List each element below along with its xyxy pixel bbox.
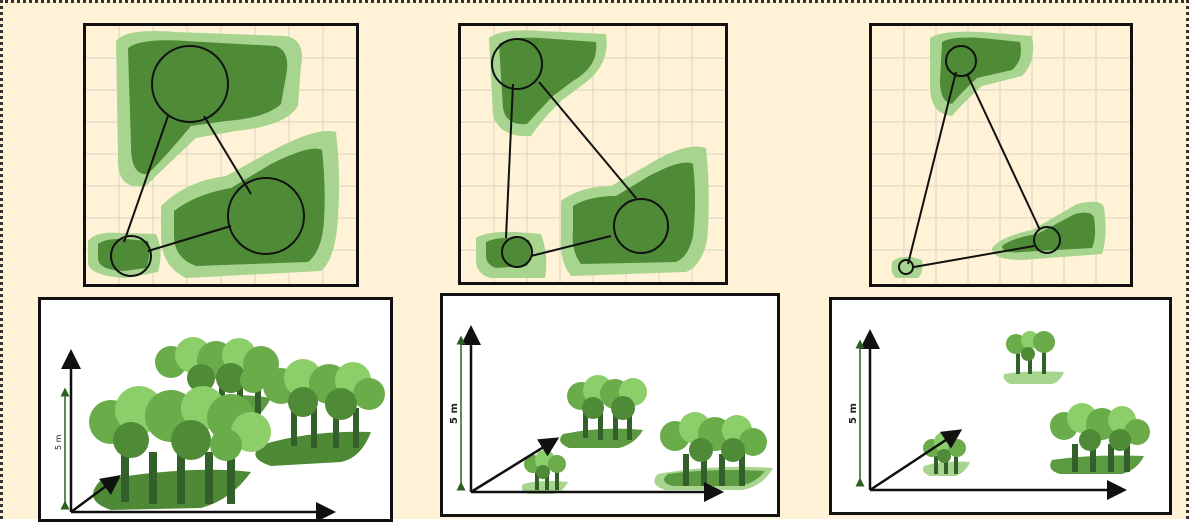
map-3-svg xyxy=(872,26,1130,284)
network-link xyxy=(908,72,956,264)
height-scale-label: 5 m xyxy=(54,434,63,450)
height-scale-label: 5 m xyxy=(848,403,859,424)
scene-panel-2: 5 m xyxy=(440,293,780,517)
scene-panel-3: 5 m xyxy=(829,297,1172,515)
map-panel-2 xyxy=(458,23,728,285)
network-link xyxy=(967,74,1040,230)
ground-patch xyxy=(1004,371,1064,384)
map-panel-1 xyxy=(83,23,359,287)
tree-cluster xyxy=(1006,331,1055,374)
map-2-svg xyxy=(461,26,725,282)
map-panel-3 xyxy=(869,23,1133,287)
scene-3-svg: 5 m xyxy=(832,300,1169,512)
forest-patch-core xyxy=(98,239,150,271)
network-link xyxy=(539,82,636,198)
scene-2-svg: 5 m xyxy=(443,296,777,514)
scene-1-svg: 5 m xyxy=(41,300,390,522)
forest-patch-core xyxy=(1002,213,1095,253)
map-1-svg xyxy=(86,26,356,284)
height-scale-label: 5 m xyxy=(449,403,460,424)
scene-panel-1: 5 m xyxy=(38,297,393,522)
